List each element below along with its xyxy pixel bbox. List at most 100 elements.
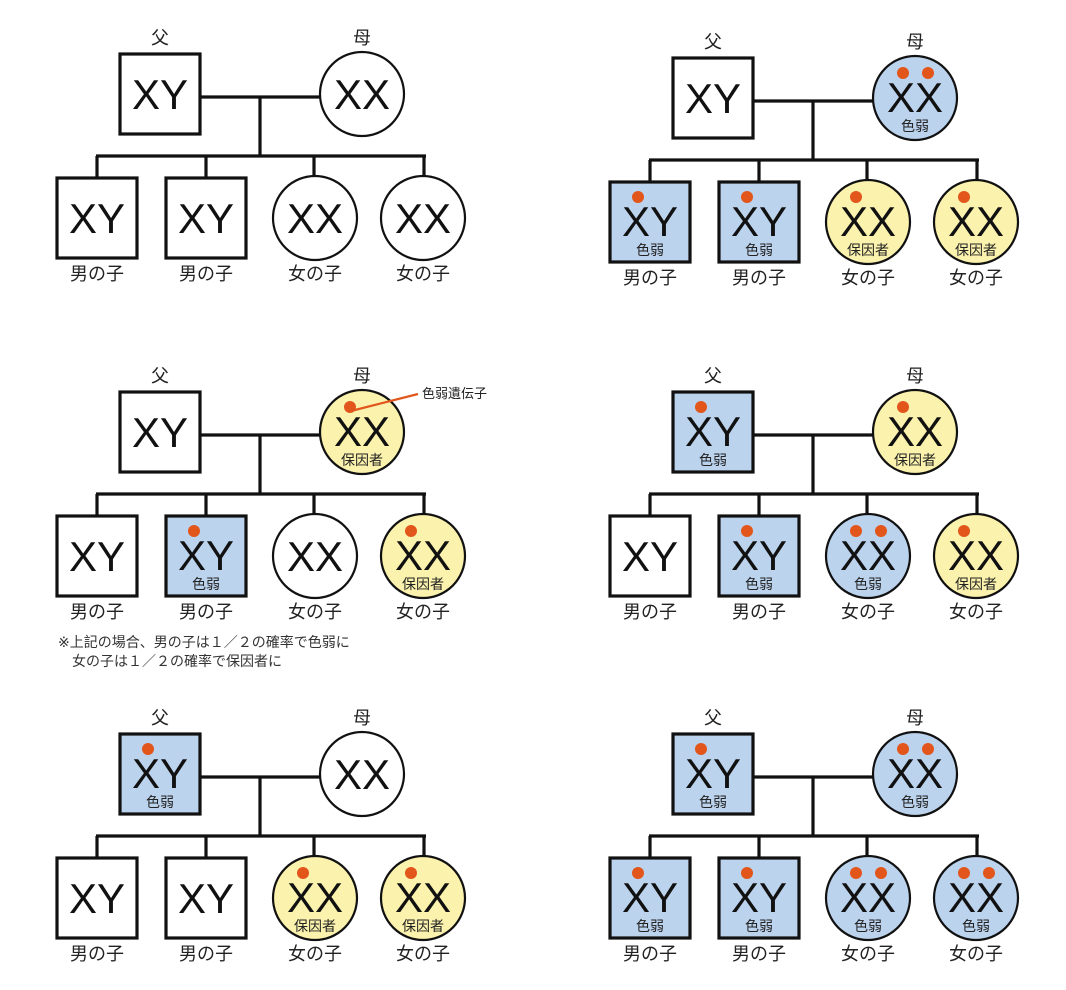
- daughter-label: 女の子: [841, 602, 895, 623]
- mother-label: 母: [353, 708, 371, 729]
- male-square-symbol: [118, 390, 202, 474]
- chromosome-label: XX: [334, 408, 390, 455]
- father-label: 父: [151, 366, 169, 387]
- connector-lines: [95, 433, 426, 516]
- chromosome-label: XY: [622, 533, 678, 580]
- son-label: 男の子: [179, 602, 233, 623]
- male-square-symbol: [671, 56, 755, 140]
- daughter-label: 女の子: [396, 264, 450, 285]
- gene-dot-icon: [188, 525, 200, 537]
- son-label: 男の子: [70, 602, 124, 623]
- status-affected-label: 色弱: [699, 452, 727, 469]
- mother-symbol: XX: [318, 50, 406, 138]
- status-affected-label: 色弱: [854, 918, 882, 935]
- female-circle-symbol: [824, 178, 912, 266]
- status-affected-label: 色弱: [745, 918, 773, 935]
- chromosome-label: XX: [395, 874, 451, 921]
- status-carrier-label: 保因者: [402, 577, 444, 593]
- chromosome-label: XY: [178, 195, 234, 242]
- status-affected-label: 色弱: [854, 576, 882, 593]
- chromosome-label: XX: [287, 195, 343, 242]
- female-circle-symbol: [932, 512, 1020, 600]
- son-label: 男の子: [623, 268, 677, 289]
- male-square-symbol: [164, 176, 248, 260]
- daughter-label: 女の子: [841, 944, 895, 965]
- connector-lines: [95, 775, 426, 858]
- status-carrier-label: 保因者: [847, 243, 889, 259]
- son-label: 男の子: [732, 602, 786, 623]
- chromosome-label: XX: [840, 198, 896, 245]
- chromosome-label: XY: [685, 750, 741, 797]
- mother-label: 母: [906, 708, 924, 729]
- status-affected-label: 色弱: [745, 576, 773, 593]
- connector-lines: [95, 95, 426, 178]
- child-symbol: XX: [271, 174, 359, 262]
- status-carrier-label: 保因者: [294, 919, 336, 935]
- father-label: 父: [151, 28, 169, 49]
- status-affected-label: 色弱: [901, 118, 929, 135]
- chromosome-label: XX: [948, 874, 1004, 921]
- son-label: 男の子: [732, 268, 786, 289]
- chromosome-label: XY: [685, 75, 741, 122]
- pedigree-panel: 父母XY色弱XX保因者XY男の子XY色弱男の子XX色弱女の子XX保因者女の子: [608, 366, 1020, 623]
- chromosome-label: XY: [731, 198, 787, 245]
- son-label: 男の子: [623, 944, 677, 965]
- gene-dot-icon: [142, 743, 154, 755]
- gene-dot-icon: [695, 743, 707, 755]
- chromosome-label: XY: [132, 71, 188, 118]
- chromosome-label: XY: [622, 874, 678, 921]
- son-label: 男の子: [179, 944, 233, 965]
- father-symbol: XY: [118, 52, 202, 136]
- female-circle-symbol: [871, 730, 959, 818]
- chromosome-label: XX: [887, 408, 943, 455]
- female-circle-symbol: [318, 388, 406, 476]
- female-circle-symbol: [824, 854, 912, 942]
- son-label: 男の子: [179, 264, 233, 285]
- child-symbol: XY: [55, 856, 139, 940]
- mother-label: 母: [906, 366, 924, 387]
- gene-dot-icon: [922, 67, 934, 79]
- son-label: 男の子: [623, 602, 677, 623]
- male-square-symbol: [164, 514, 248, 598]
- chromosome-label: XY: [69, 875, 125, 922]
- male-square-symbol: [55, 176, 139, 260]
- gene-dot-icon: [922, 743, 934, 755]
- child-symbol: XY: [164, 176, 248, 260]
- female-circle-symbol: [379, 512, 467, 600]
- daughter-label: 女の子: [288, 602, 342, 623]
- chromosome-label: XY: [178, 875, 234, 922]
- male-square-symbol: [608, 514, 692, 598]
- father-symbol: XY: [118, 390, 202, 474]
- female-circle-symbol: [932, 854, 1020, 942]
- son-label: 男の子: [70, 944, 124, 965]
- daughter-label: 女の子: [949, 602, 1003, 623]
- chromosome-label: XX: [948, 198, 1004, 245]
- male-square-symbol: [671, 390, 755, 474]
- chromosome-label: XX: [887, 750, 943, 797]
- child-symbol: XY: [55, 514, 139, 598]
- chromosome-label: XY: [622, 198, 678, 245]
- father-label: 父: [151, 708, 169, 729]
- status-carrier-label: 保因者: [894, 453, 936, 469]
- chromosome-label: XY: [731, 874, 787, 921]
- gene-dot-icon: [958, 191, 970, 203]
- status-carrier-label: 保因者: [955, 577, 997, 593]
